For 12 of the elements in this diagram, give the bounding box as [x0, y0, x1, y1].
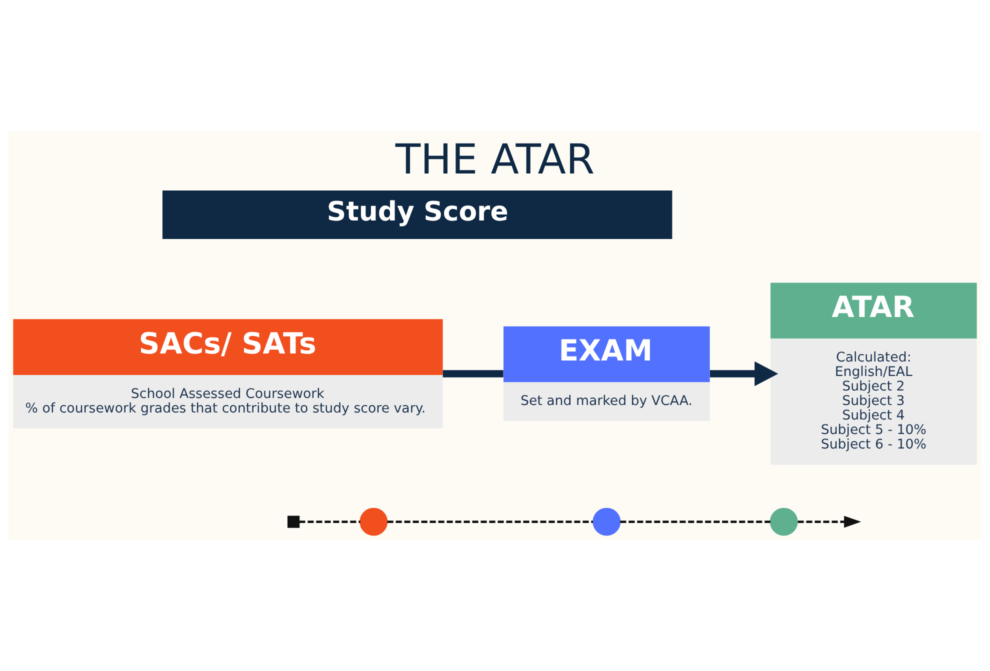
connector	[442, 370, 504, 378]
node-box: Study Score	[162, 190, 672, 240]
node-circle	[592, 508, 621, 536]
arrow	[798, 516, 862, 528]
node-circle	[770, 508, 798, 536]
connector	[387, 520, 593, 523]
connector	[620, 520, 770, 523]
connector	[299, 520, 360, 523]
diagram-title: THE ATAR	[395, 136, 595, 184]
node-box	[287, 516, 300, 528]
node-circle	[360, 508, 388, 536]
arrow	[710, 361, 778, 386]
